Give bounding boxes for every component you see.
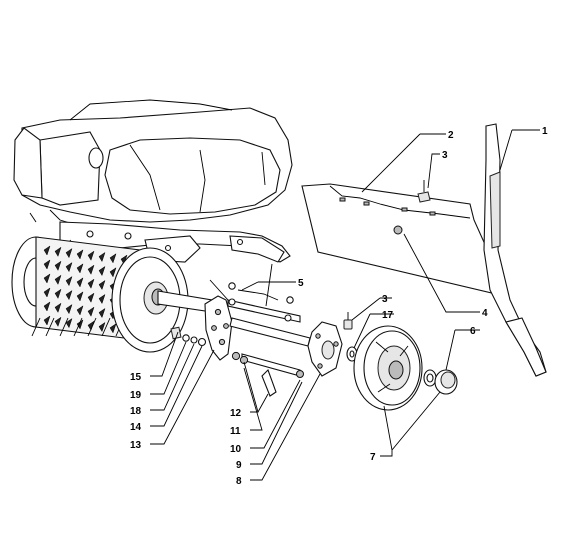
tine-blade: [54, 288, 62, 299]
callout-18: 18: [130, 406, 142, 417]
tine-blade: [54, 274, 62, 285]
tine-blade: [65, 261, 73, 273]
tine-tip: [87, 317, 97, 337]
handle-rail: [483, 123, 547, 377]
tine-blade: [76, 263, 84, 274]
tine-tip: [45, 317, 55, 337]
tine-blade: [98, 307, 106, 319]
tine-blade: [98, 293, 106, 305]
tine-blade: [87, 264, 95, 275]
tine-blade: [65, 289, 73, 301]
tine-blade: [54, 246, 62, 257]
tine-blade: [109, 253, 117, 264]
tine-blade: [109, 267, 117, 278]
callout-labels: 1 2 3 4 5 3 17 6 7 15 19 18 14 13 12 11 …: [130, 126, 548, 487]
callout-5: 5: [298, 278, 304, 289]
callout-10: 10: [230, 444, 242, 455]
callout-7: 7: [370, 452, 376, 463]
callout-4: 4: [482, 308, 488, 319]
tine-blade: [76, 249, 84, 260]
tine-blade: [87, 278, 95, 289]
tine-tip: [31, 317, 41, 337]
callout-11: 11: [230, 426, 241, 437]
top-bolt: [417, 180, 431, 203]
callout-3-lower: 3: [382, 294, 388, 305]
wheel: [353, 325, 423, 411]
callout-6: 6: [470, 326, 476, 337]
wheel-cap: [423, 369, 458, 395]
tine-blade: [43, 301, 51, 312]
tine-blade: [54, 260, 62, 271]
tine-blade: [54, 302, 62, 313]
callout-3-top: 3: [442, 150, 448, 161]
tine-blade: [87, 250, 95, 261]
tine-blade: [76, 291, 84, 302]
callout-8: 8: [236, 476, 242, 487]
tine-blade: [65, 317, 73, 329]
callout-17: 17: [382, 310, 394, 321]
callout-15: 15: [130, 372, 142, 383]
flap-plate: [301, 183, 497, 295]
callout-14: 14: [130, 422, 142, 433]
tine-blade: [43, 315, 51, 326]
tine-blade: [65, 247, 73, 259]
callout-1: 1: [542, 126, 548, 137]
tine-blade: [98, 321, 106, 333]
tine-blade: [43, 245, 51, 256]
callout-19: 19: [130, 390, 142, 401]
leader-lines: [150, 129, 540, 481]
tine-blade: [43, 287, 51, 298]
tine-blade: [109, 323, 117, 334]
engine-housing: [13, 99, 293, 229]
tine-blade: [65, 275, 73, 287]
tine-tip: [101, 317, 111, 337]
rotor-hub: [111, 247, 213, 353]
bolt-and-washer: [343, 312, 358, 362]
tine-tip: [59, 317, 69, 337]
tine-blade: [87, 292, 95, 303]
tine-blade: [43, 259, 51, 270]
callout-13: 13: [130, 440, 142, 451]
tine-blade: [65, 303, 73, 315]
callout-2: 2: [448, 130, 454, 141]
tine-blade: [76, 277, 84, 288]
tine-blade: [43, 273, 51, 284]
drive-disc: [307, 321, 343, 377]
tine-blade: [98, 265, 106, 277]
pin-rods: [209, 263, 311, 397]
tine-blade: [87, 306, 95, 317]
tine-tip: [73, 317, 83, 337]
tine-blade: [76, 305, 84, 316]
tine-blade: [98, 279, 106, 291]
tine-blade: [54, 316, 62, 327]
spacer-set: [170, 326, 207, 347]
callout-9: 9: [236, 460, 242, 471]
flange-plate: [204, 295, 233, 361]
tine-blade: [98, 251, 106, 263]
callout-12: 12: [230, 408, 242, 419]
